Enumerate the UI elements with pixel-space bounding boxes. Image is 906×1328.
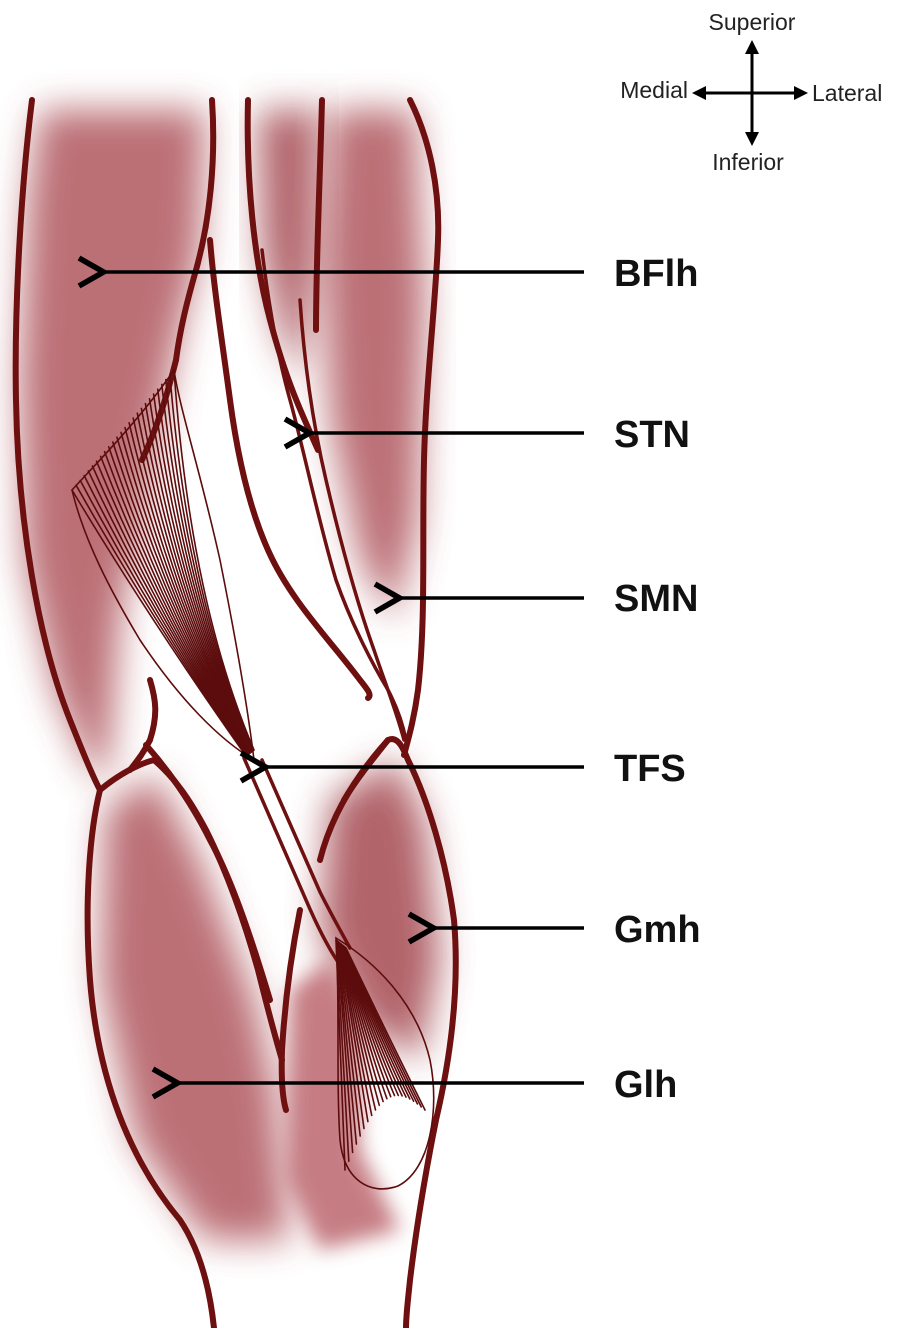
label-stn: STN [614,414,690,456]
label-smn: SMN [614,578,698,620]
compass-down-arrow-icon [745,132,759,146]
compass-superior-label: Superior [709,9,796,35]
compass-medial-label: Medial [620,77,688,103]
compass-right-arrow-icon [794,86,808,100]
compass-left-arrow-icon [692,86,706,100]
compass-lateral-label: Lateral [812,80,882,106]
label-tfs: TFS [614,748,686,790]
orientation-compass: Superior Inferior Medial Lateral [620,9,882,175]
compass-up-arrow-icon [745,40,759,54]
compass-inferior-label: Inferior [712,149,784,175]
label-gmh: Gmh [614,909,701,951]
label-glh: Glh [614,1064,677,1106]
label-bflh: BFlh [614,253,698,295]
